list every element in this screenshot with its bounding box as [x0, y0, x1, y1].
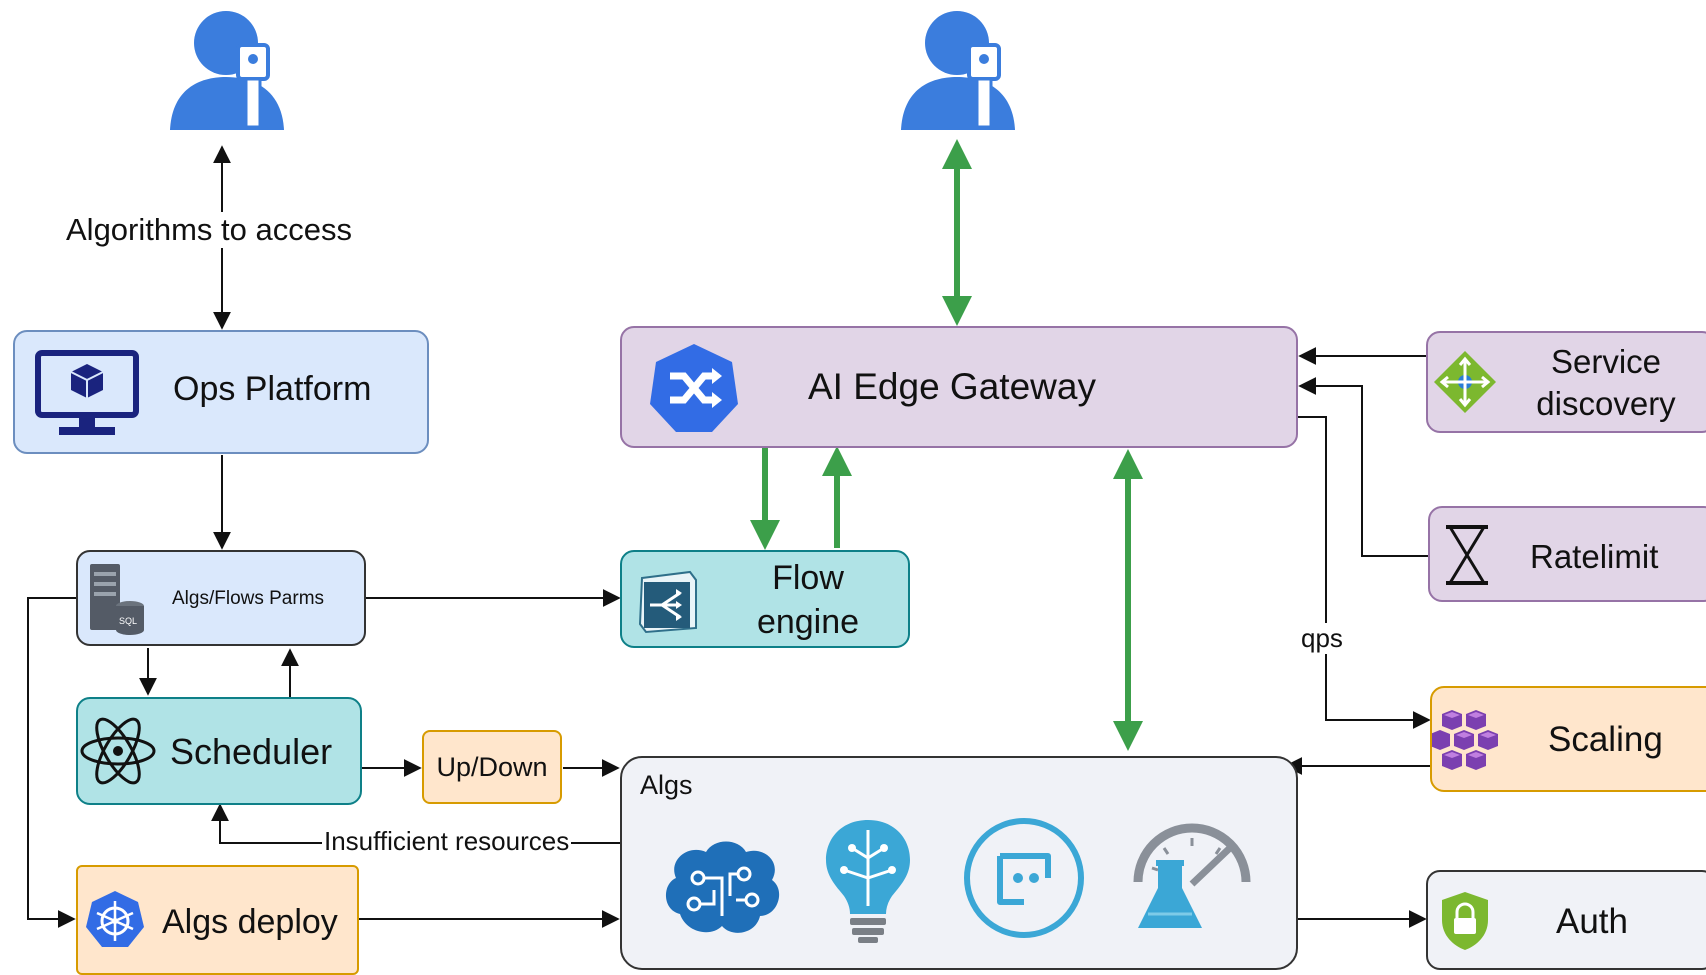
algs-flows-parms-node[interactable]: SQL Algs/Flows Parms — [76, 550, 366, 646]
ratelimit-node[interactable]: Ratelimit — [1428, 506, 1706, 602]
auth-label: Auth — [1556, 902, 1628, 941]
scaling-label: Scaling — [1548, 720, 1663, 759]
label-insufficient-resources: Insufficient resources — [322, 826, 572, 857]
service-discovery-node[interactable]: Service discovery — [1426, 331, 1706, 433]
user-key-icon-left — [170, 11, 284, 130]
up-down-node[interactable]: Up/Down — [422, 730, 562, 804]
cubes-icon — [1432, 710, 1498, 770]
edge-gateway-scaling — [1298, 416, 1431, 729]
ops-platform-label: Ops Platform — [173, 370, 372, 408]
algs-label: Algs — [640, 770, 693, 800]
bot-circle-icon — [964, 818, 1084, 938]
algs-flows-parms-label: Algs/Flows Parms — [172, 588, 325, 609]
flow-engine-node[interactable]: Flow engine — [620, 550, 910, 648]
algs-deploy-node[interactable]: Algs deploy — [76, 865, 359, 975]
up-down-label: Up/Down — [436, 751, 548, 782]
label-qps: qps — [1298, 623, 1346, 654]
shield-lock-icon — [1442, 892, 1488, 950]
lightbulb-brain-icon — [826, 820, 910, 943]
scheduler-label: Scheduler — [170, 731, 333, 772]
edge-ratelimit-gateway — [1298, 377, 1428, 557]
algs-deploy-label: Algs deploy — [162, 903, 338, 941]
gauge-flask-icon — [1133, 823, 1251, 928]
hourglass-icon — [1446, 525, 1488, 585]
ai-edge-gateway-node[interactable]: AI Edge Gateway — [620, 326, 1298, 448]
monitor-cube-icon — [35, 350, 139, 435]
flow-engine-label: Flow engine — [756, 559, 860, 641]
server-sql-icon: SQL — [90, 564, 144, 635]
shuffle-hexagon-icon — [650, 344, 738, 432]
edge-parms-deploy — [27, 597, 76, 928]
algs-container[interactable]: Algs — [620, 756, 1298, 970]
flow-split-icon — [638, 570, 697, 634]
service-discovery-label: Service discovery — [1536, 343, 1676, 422]
ratelimit-label: Ratelimit — [1530, 538, 1659, 575]
scheduler-node[interactable]: Scheduler — [76, 697, 362, 805]
svg-text:SQL: SQL — [119, 616, 137, 626]
helm-wheel-icon — [86, 891, 144, 947]
atom-icon — [80, 717, 156, 785]
scaling-node[interactable]: Scaling — [1430, 686, 1706, 792]
ai-edge-gateway-label: AI Edge Gateway — [808, 366, 1096, 407]
diamond-network-icon — [1434, 351, 1496, 413]
ops-platform-node[interactable]: Ops Platform — [13, 330, 429, 454]
label-algorithms-to-access: Algorithms to access — [62, 212, 356, 248]
auth-node[interactable]: Auth — [1426, 870, 1706, 970]
user-key-icon-right — [901, 11, 1015, 130]
brain-circuit-icon — [665, 841, 780, 933]
